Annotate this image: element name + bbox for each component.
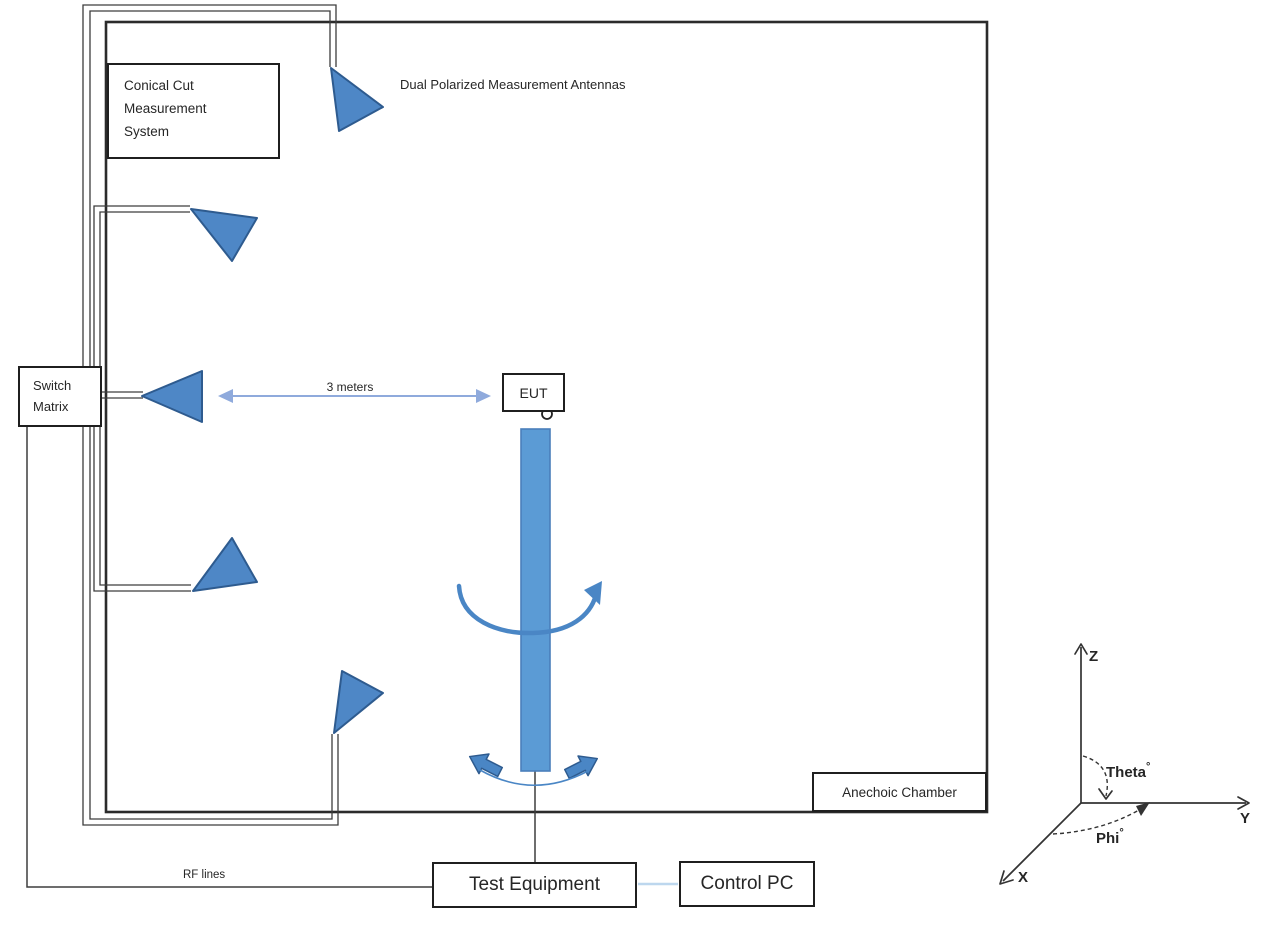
- eut-box: EUT: [502, 373, 565, 412]
- eut-label: EUT: [519, 384, 548, 401]
- conical-cut-line-1: Conical Cut: [124, 78, 194, 93]
- theta-angle-text: Theta: [1106, 764, 1147, 781]
- z-axis-label: Z: [1089, 648, 1099, 665]
- azimuth-rotation-arrow-head-icon: [584, 581, 602, 605]
- switch-matrix-line-2: Matrix: [33, 399, 69, 414]
- x-axis-arrow-icon: [999, 870, 1014, 885]
- anechoic-chamber-label: Anechoic Chamber: [842, 784, 957, 800]
- phi-angle-label: Phi°: [1096, 827, 1124, 847]
- tilt-arrow-right-icon: [563, 755, 599, 780]
- anechoic-chamber-box: Anechoic Chamber: [812, 772, 987, 812]
- tilt-arrow-left-icon: [468, 753, 504, 778]
- eut-mast: [520, 428, 551, 772]
- theta-angle-arc: [1082, 755, 1108, 797]
- anechoic-chamber-outline: [104, 20, 989, 814]
- measurement-antenna-1-icon: [330, 67, 384, 132]
- phi-degree-symbol: °: [1119, 827, 1124, 839]
- conical-cut-line-3: System: [124, 124, 170, 139]
- rf-lines-path: [26, 427, 432, 888]
- phi-arc-arrow-icon: [1136, 802, 1150, 816]
- azimuth-rotation-arrow: [456, 583, 599, 636]
- measurement-antenna-3-icon: [141, 370, 203, 423]
- measurement-antenna-2-icon: [190, 208, 258, 262]
- test-equipment-label: Test Equipment: [469, 874, 600, 895]
- x-axis: [1002, 802, 1082, 882]
- tilt-arc: [479, 769, 589, 786]
- theta-angle-label: Theta°: [1106, 761, 1150, 781]
- conical-cut-system-box: Conical Cut Measurement System: [107, 63, 280, 159]
- measurement-antenna-4-icon: [192, 537, 258, 592]
- switch-matrix-box: Switch Matrix: [18, 366, 102, 427]
- control-pc-box: Control PC: [679, 861, 815, 907]
- theta-arc-arrow-icon: [1098, 788, 1113, 800]
- z-axis-arrow-icon: [1074, 643, 1088, 655]
- switch-matrix-line-1: Switch: [33, 378, 72, 393]
- x-axis-label: X: [1018, 869, 1029, 886]
- conical-cut-line-2: Measurement: [124, 101, 207, 116]
- measurement-antenna-5-icon: [333, 670, 384, 734]
- distance-arrow-right-head-icon: [476, 389, 491, 403]
- phi-angle-arc: [1052, 806, 1145, 835]
- distance-arrow-left-head-icon: [218, 389, 233, 403]
- test-equipment-box: Test Equipment: [432, 862, 637, 908]
- y-axis-arrow-icon: [1237, 796, 1250, 810]
- theta-degree-symbol: °: [1146, 761, 1151, 773]
- y-axis-label: Y: [1240, 810, 1251, 827]
- phi-angle-text: Phi: [1096, 830, 1120, 847]
- dual-polarized-antennas-label: Dual Polarized Measurement Antennas: [400, 77, 626, 92]
- control-pc-label: Control PC: [700, 873, 794, 894]
- distance-label: 3 meters: [326, 380, 374, 394]
- rf-lines-label: RF lines: [183, 869, 226, 881]
